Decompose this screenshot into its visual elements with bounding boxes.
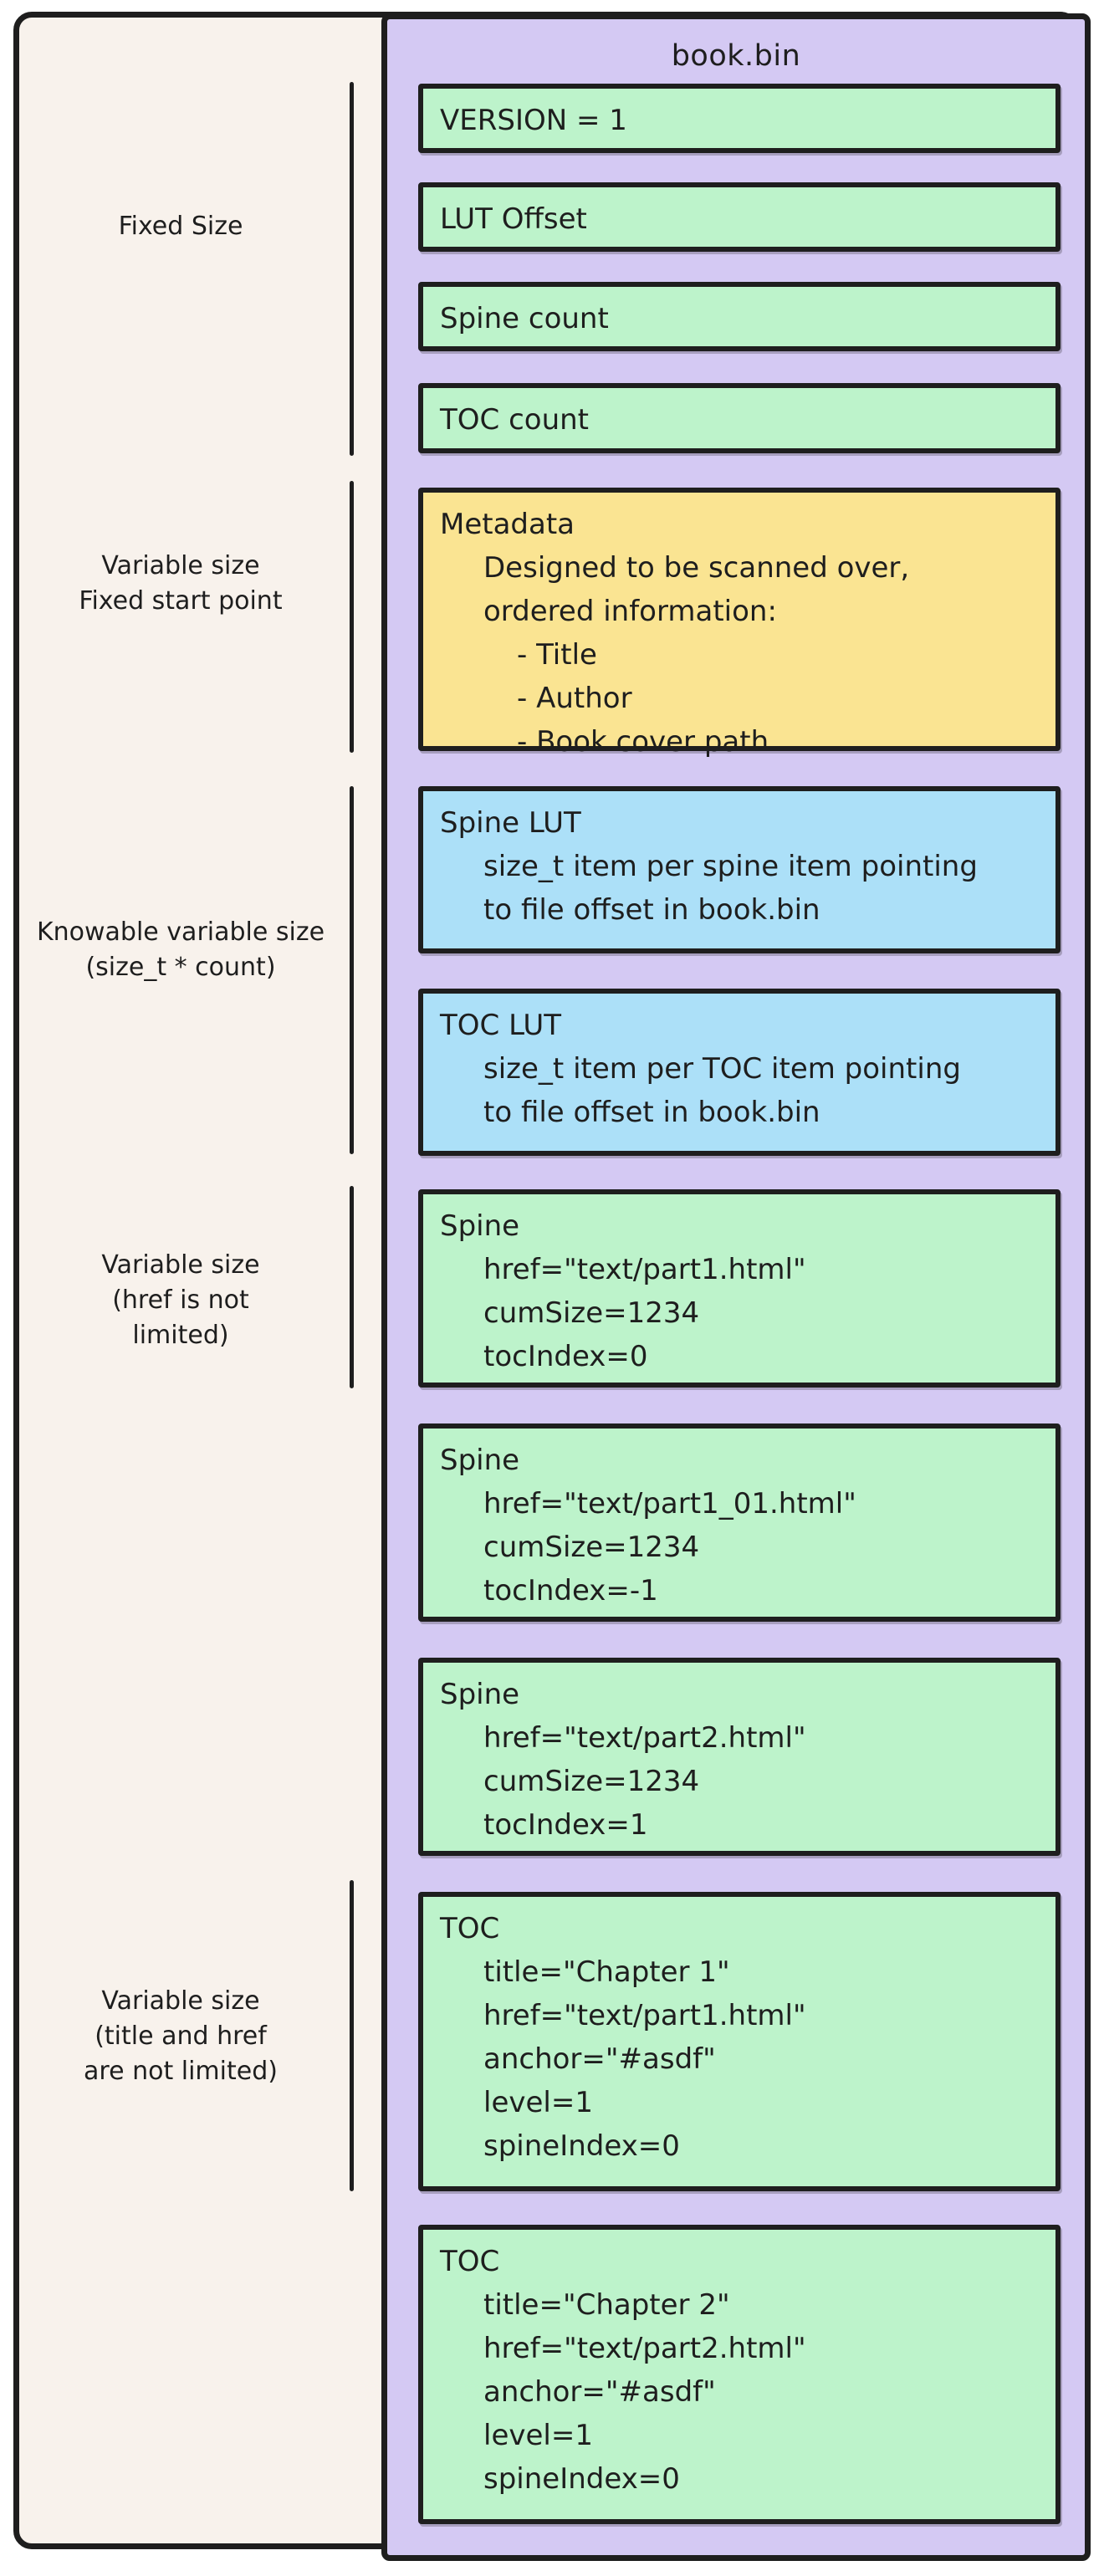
text-line: cumSize=1234 bbox=[483, 1296, 700, 1330]
box-spine-count: Spine count bbox=[418, 282, 1061, 351]
text-line: Fixed Size bbox=[118, 212, 243, 241]
text-line: (title and href bbox=[95, 2021, 267, 2051]
box-spine-1: Spine href="text/part1.html" cumSize=1234… bbox=[418, 1189, 1061, 1388]
box-title: TOC count bbox=[440, 403, 590, 437]
text-line: are not limited) bbox=[84, 2057, 278, 2086]
label-knowable-variable: Knowable variable size (size_t * count) bbox=[25, 915, 336, 985]
text-line: Designed to be scanned over, bbox=[483, 551, 910, 585]
text-line: href="text/part2.html" bbox=[483, 1721, 806, 1755]
text-line: - Title bbox=[517, 638, 597, 672]
box-title: TOC bbox=[440, 1912, 500, 1945]
box-title: Spine bbox=[440, 1444, 520, 1477]
text-line: (size_t * count) bbox=[85, 953, 276, 982]
text-line: href="text/part1.html" bbox=[483, 1253, 806, 1286]
box-lut-offset: LUT Offset bbox=[418, 182, 1061, 252]
text-line: tocIndex=0 bbox=[483, 1340, 648, 1373]
label-variable-href: Variable size (href is not limited) bbox=[25, 1248, 336, 1353]
bracket-fixed-size bbox=[350, 82, 354, 456]
label-variable-title-href: Variable size (title and href are not limi… bbox=[25, 1984, 336, 2089]
text-line: level=1 bbox=[483, 2086, 593, 2119]
text-line: size_t item per spine item pointing bbox=[483, 850, 978, 883]
box-toc-2: TOC title="Chapter 2" href="text/part2.ht… bbox=[418, 2225, 1061, 2524]
text-line: Knowable variable size bbox=[36, 917, 325, 947]
bracket-variable-title-href bbox=[350, 1880, 354, 2191]
text-line: - Book cover path bbox=[517, 725, 769, 759]
bracket-knowable-variable bbox=[350, 786, 354, 1154]
text-line: href="text/part1.html" bbox=[483, 1999, 806, 2032]
box-title: TOC LUT bbox=[440, 1009, 561, 1042]
box-title: Spine bbox=[440, 1678, 520, 1711]
box-version: VERSION = 1 bbox=[418, 84, 1061, 153]
box-title: LUT Offset bbox=[440, 202, 587, 236]
box-spine-3: Spine href="text/part2.html" cumSize=1234… bbox=[418, 1658, 1061, 1856]
text-line: tocIndex=1 bbox=[483, 1808, 648, 1842]
box-spine-2: Spine href="text/part1_01.html" cumSize=1… bbox=[418, 1423, 1061, 1622]
text-line: spineIndex=0 bbox=[483, 2462, 680, 2496]
text-line: size_t item per TOC item pointing bbox=[483, 1052, 961, 1086]
text-line: to file offset in book.bin bbox=[483, 893, 820, 927]
file-title: book.bin bbox=[671, 39, 801, 73]
label-fixed-size: Fixed Size bbox=[25, 209, 336, 244]
text-line: Variable size bbox=[101, 1250, 260, 1280]
box-title: Spine count bbox=[440, 302, 609, 335]
text-line: - Author bbox=[517, 682, 632, 715]
text-line: to file offset in book.bin bbox=[483, 1096, 820, 1129]
box-title: TOC bbox=[440, 2245, 500, 2278]
box-title: Metadata bbox=[440, 508, 575, 541]
box-title: Spine LUT bbox=[440, 806, 581, 840]
box-toc-lut: TOC LUT size_t item per TOC item pointin… bbox=[418, 989, 1061, 1156]
text-line: Variable size bbox=[101, 551, 260, 580]
text-line: title="Chapter 1" bbox=[483, 1955, 730, 1989]
box-spine-lut: Spine LUT size_t item per spine item poi… bbox=[418, 786, 1061, 953]
text-line: ordered information: bbox=[483, 595, 777, 628]
text-line: cumSize=1234 bbox=[483, 1531, 700, 1564]
box-title: VERSION = 1 bbox=[440, 104, 627, 137]
box-toc-count: TOC count bbox=[418, 383, 1061, 453]
text-line: level=1 bbox=[483, 2419, 593, 2452]
box-toc-1: TOC title="Chapter 1" href="text/part1.ht… bbox=[418, 1892, 1061, 2191]
text-line: Fixed start point bbox=[79, 586, 283, 616]
text-line: (href is not bbox=[112, 1285, 249, 1315]
text-line: href="text/part2.html" bbox=[483, 2332, 806, 2365]
text-line: anchor="#asdf" bbox=[483, 2375, 716, 2409]
text-line: spineIndex=0 bbox=[483, 2129, 680, 2163]
text-line: title="Chapter 2" bbox=[483, 2288, 730, 2322]
text-line: cumSize=1234 bbox=[483, 1765, 700, 1798]
text-line: anchor="#asdf" bbox=[483, 2042, 716, 2076]
text-line: href="text/part1_01.html" bbox=[483, 1487, 856, 1521]
box-metadata: Metadata Designed to be scanned over, ord… bbox=[418, 488, 1061, 759]
text-line: limited) bbox=[132, 1321, 229, 1350]
bracket-variable-fixed-start bbox=[350, 481, 354, 753]
text-line: Variable size bbox=[101, 1986, 260, 2016]
text-line: tocIndex=-1 bbox=[483, 1574, 658, 1607]
box-title: Spine bbox=[440, 1209, 520, 1243]
bracket-variable-href bbox=[350, 1186, 354, 1388]
